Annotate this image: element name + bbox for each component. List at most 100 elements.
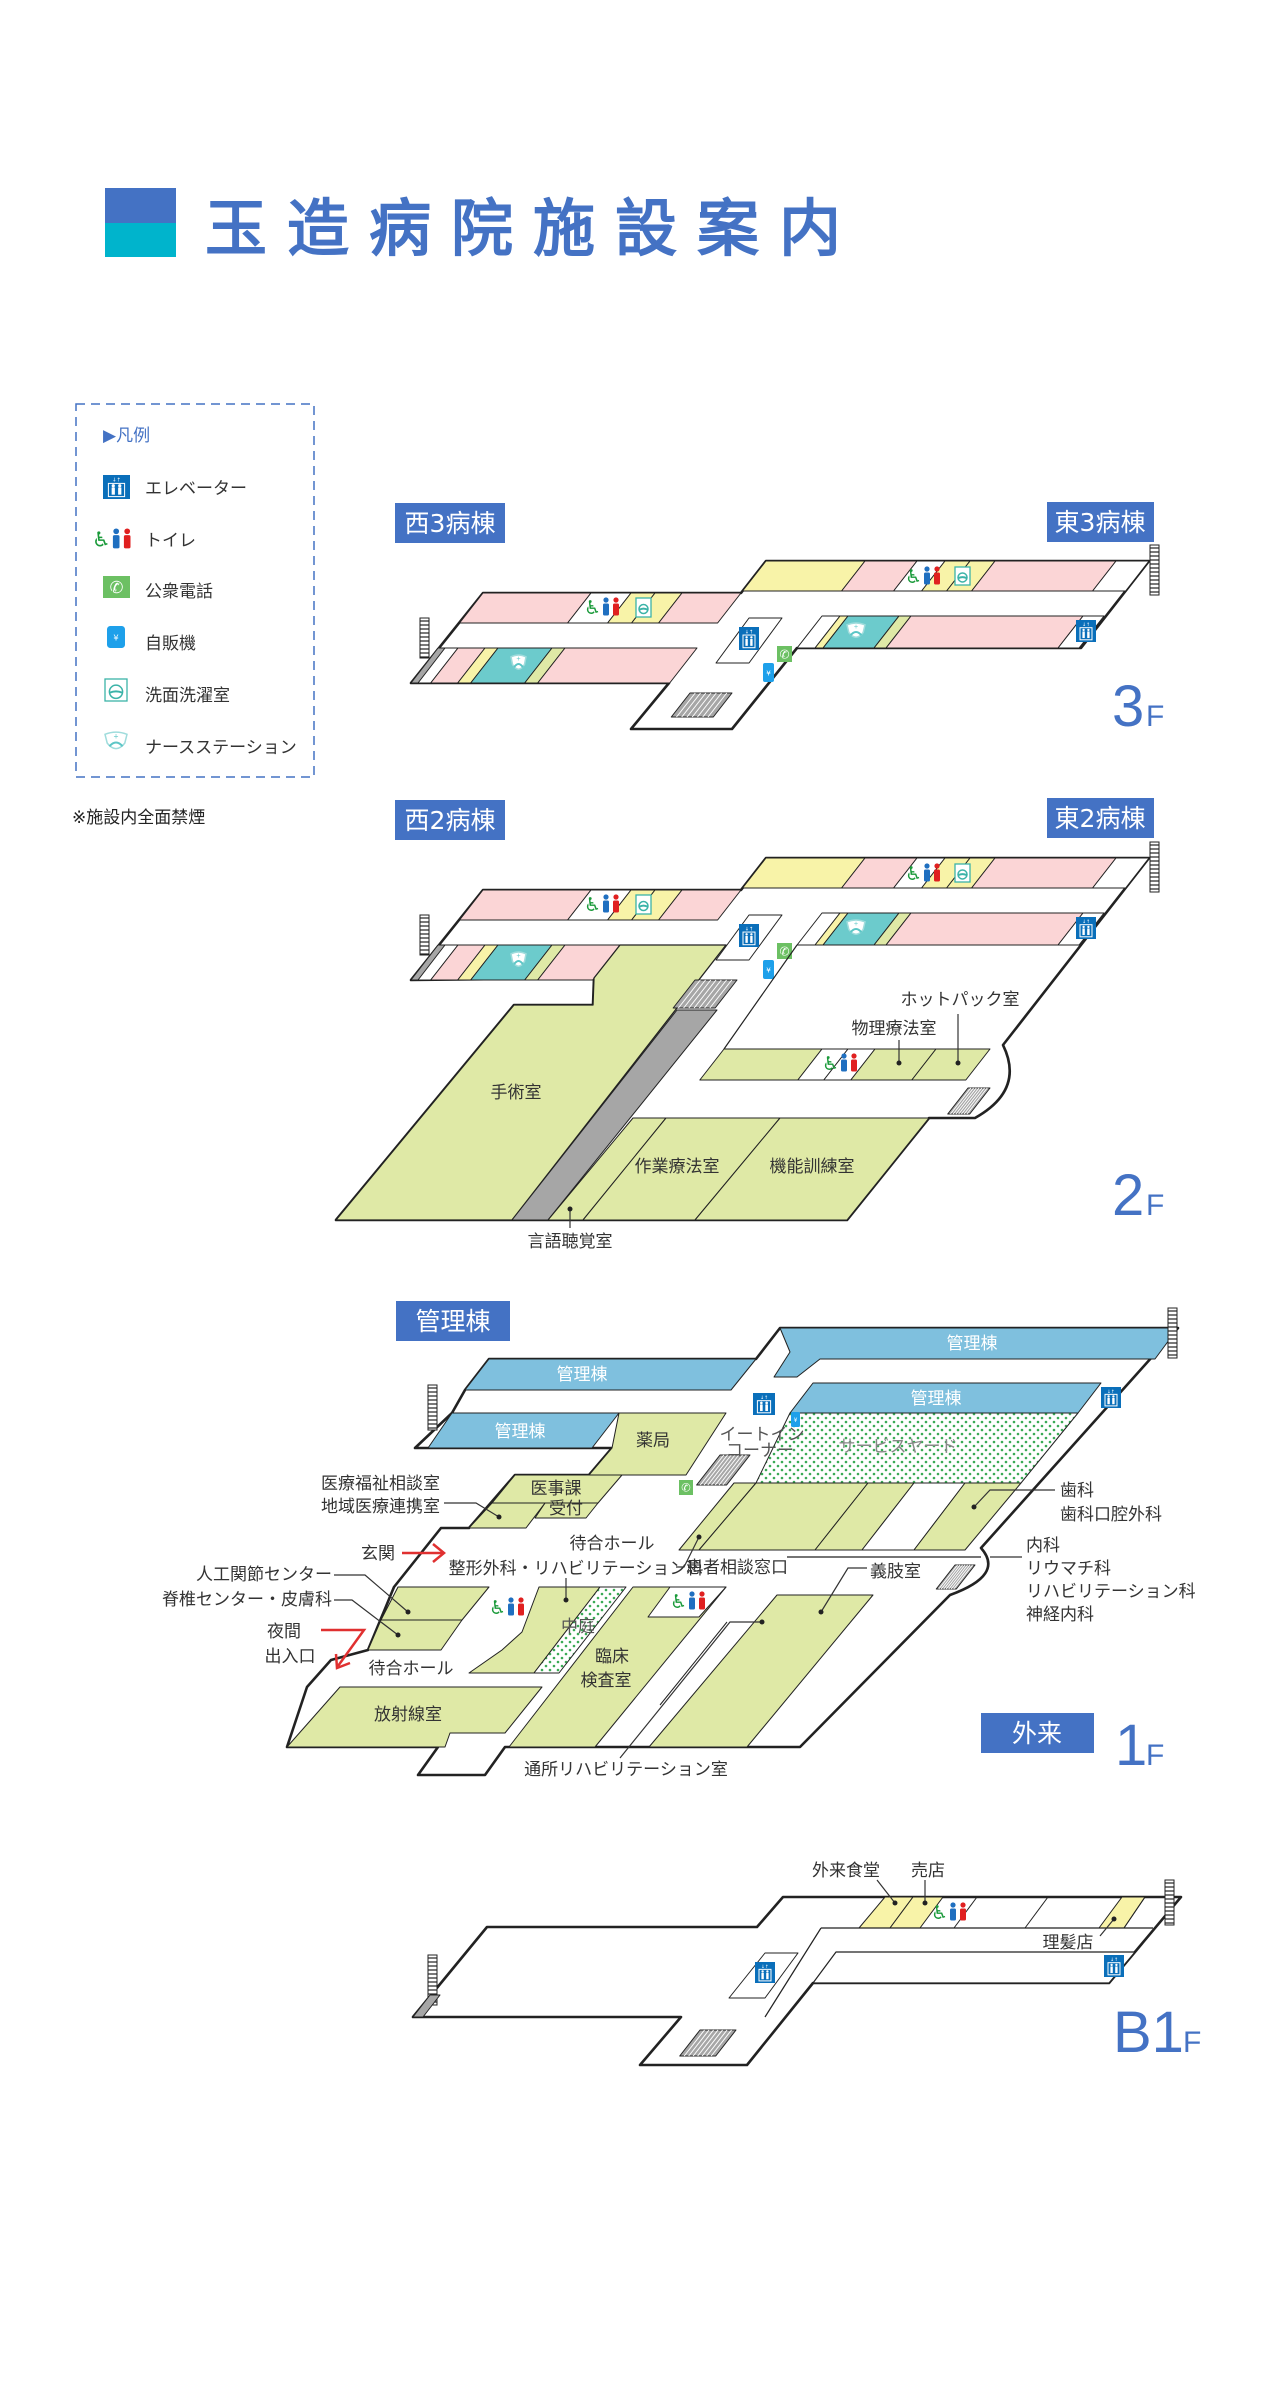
- room-oral-surgery: 歯科口腔外科: [1060, 1505, 1162, 1525]
- public-phone-icon: ✆: [777, 646, 792, 662]
- room-prosthetics: 義肢室: [870, 1562, 921, 1582]
- elevator-bg: [1104, 1955, 1124, 1977]
- vending-machine-icon: ¥: [791, 1412, 800, 1427]
- wheelchair-icon: ♿: [584, 597, 601, 619]
- east-upper-room: [1092, 560, 1150, 592]
- elevator-bg: [1101, 1387, 1121, 1408]
- elevator-person: [760, 1401, 763, 1405]
- person-body: [112, 535, 120, 549]
- room-eat-in-1: イートイン: [720, 1425, 805, 1445]
- elevator-door: [758, 1968, 772, 1982]
- nurse-cross: +: [516, 954, 521, 960]
- person-body: [960, 1908, 966, 1921]
- west3-label: 西3病棟: [405, 509, 496, 538]
- room-shop: 売店: [911, 1861, 945, 1881]
- stair-step: [683, 2029, 705, 2057]
- stair-step: [952, 1087, 974, 1115]
- title-mark-top: [105, 188, 176, 223]
- pharmacy-room: [588, 1412, 727, 1476]
- stair-step: [950, 1087, 972, 1115]
- elevator-arrows: ↓↑: [761, 1964, 769, 1970]
- elevator-person: [745, 933, 748, 936]
- elevator-person: [1112, 1395, 1115, 1398]
- stairs-icon: [696, 1454, 751, 1486]
- vending-yen: ¥: [766, 965, 771, 974]
- elevator-person: [118, 484, 122, 488]
- admin-strip: [427, 1412, 620, 1449]
- east2-label: 東2病棟: [1055, 804, 1146, 833]
- elevator-person: [761, 1972, 764, 1980]
- elevator-person: [1115, 1966, 1118, 1974]
- stair-step: [697, 692, 717, 718]
- stair-step: [688, 2029, 710, 2057]
- legend-label-laundry: 洗面洗濯室: [145, 686, 230, 706]
- nurse-station-icon: +: [104, 731, 128, 750]
- person-head: [950, 1902, 956, 1908]
- elevator-person: [118, 487, 122, 495]
- wheelchair-icon: ♿: [822, 1053, 839, 1075]
- person-body: [689, 1597, 695, 1610]
- room-surgery: 手術室: [491, 1083, 542, 1103]
- nurse-face: [108, 741, 124, 748]
- restroom-icon: ♿: [584, 894, 619, 916]
- floor-b1-labels: 外来食堂 売店 理髪店 B1 F: [812, 1861, 1201, 2065]
- stair-frame: [1149, 841, 1160, 893]
- person-body: [699, 1597, 705, 1610]
- page-header: 玉造病院施設案内: [105, 188, 861, 265]
- elevator-person: [766, 1970, 769, 1973]
- stair-step: [950, 1564, 971, 1590]
- admin-strip: [464, 1358, 757, 1391]
- stair-step: [681, 692, 701, 718]
- waiting-hall-upper: 待合ホール: [570, 1534, 655, 1554]
- legend-label-elevator: エレベーター: [145, 479, 247, 499]
- stair-step: [953, 1564, 973, 1590]
- phone-bg: [679, 1480, 693, 1495]
- restroom-icon: ♿: [584, 597, 619, 619]
- person-head: [603, 894, 609, 900]
- nurse-face: [849, 927, 863, 933]
- person-head: [518, 1597, 524, 1603]
- elevator-person: [765, 1401, 768, 1405]
- west-upper-room: [658, 592, 742, 624]
- wheelchair-icon: ♿: [584, 894, 601, 916]
- outpatient-label: 外来: [1012, 1719, 1062, 1748]
- elevator-arrows: ↓↑: [1082, 622, 1090, 628]
- east3-label: 東3病棟: [1055, 508, 1146, 537]
- person-body: [613, 603, 619, 616]
- phone-bg: [103, 576, 130, 598]
- room-eat-in-2: コーナー: [726, 1441, 794, 1461]
- room-rehabilitation: リハビリテーション科: [1026, 1582, 1196, 1602]
- legend-heading: ▶凡例: [103, 426, 150, 446]
- page-title: 玉造病院施設案内: [205, 192, 861, 265]
- laundry-water: [109, 690, 123, 694]
- stair-step: [676, 692, 696, 718]
- east-lower-room: [885, 615, 1084, 649]
- welfare-room: [468, 1502, 546, 1529]
- room-cafeteria: 外来食堂: [812, 1861, 880, 1881]
- west3-label-box: [395, 503, 505, 543]
- room-orthopedics: 整形外科・リハビリテーション科: [449, 1559, 704, 1579]
- person-head: [613, 894, 619, 900]
- vending-machine-icon: ¥: [763, 960, 774, 979]
- east3-label-box: [1047, 502, 1154, 542]
- room-dental: 歯科: [1060, 1481, 1094, 1501]
- floor-1f: ♿♿↓↑↓↑✆¥: [285, 1307, 1180, 1777]
- public-phone-icon: ✆: [777, 943, 792, 959]
- vending-bg: [763, 663, 774, 682]
- nurse-cross: +: [113, 733, 119, 741]
- admin-building-label: 管理棟: [415, 1307, 490, 1336]
- elevator-icon: ↓↑: [755, 1962, 775, 1983]
- elevator-icon: ↓↑: [739, 924, 759, 947]
- east-upper-room: [1092, 857, 1150, 889]
- stairs-icon: [1167, 1307, 1178, 1359]
- stairs-landing: [412, 1994, 441, 2018]
- west-lower-room: [537, 647, 698, 684]
- stairs-landing: [410, 647, 446, 684]
- elevator-person: [750, 636, 753, 639]
- phone-glyph: ✆: [681, 1482, 690, 1495]
- stairs-icon: [1149, 841, 1160, 893]
- elevator-bg: [103, 475, 130, 499]
- person-body: [518, 1603, 524, 1616]
- elevator-arrows: ↓↑: [1082, 919, 1090, 925]
